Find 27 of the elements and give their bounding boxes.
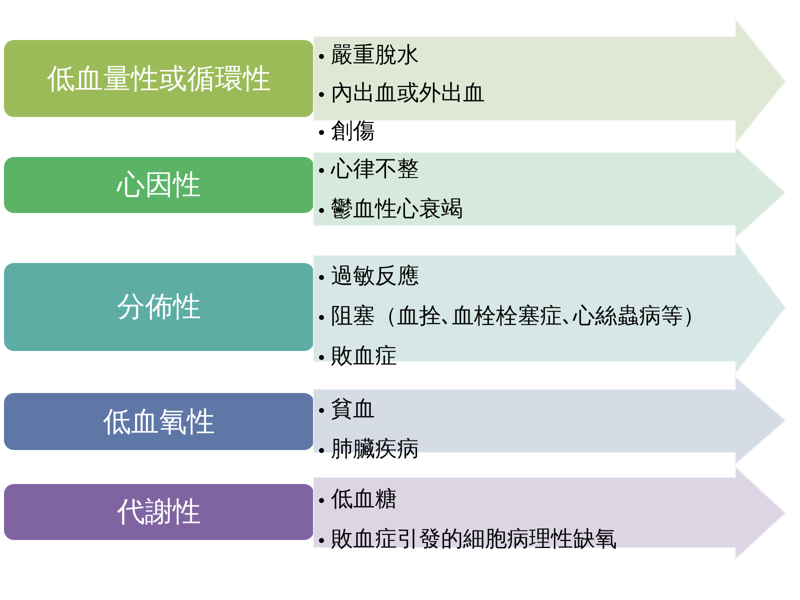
category-box <box>4 263 314 351</box>
arrow-shape <box>313 18 786 145</box>
list-item-text: 貧血 <box>331 398 375 422</box>
category-label: 代謝性 <box>117 495 201 529</box>
category-label: 心因性 <box>117 168 201 202</box>
category-box <box>4 484 314 540</box>
category-box <box>4 393 314 450</box>
list-item-text: 敗血症 <box>331 345 397 369</box>
arrow-shape <box>313 146 786 239</box>
arrow-shape <box>313 240 786 375</box>
arrow-shape <box>313 376 786 465</box>
list-item-text: 創傷 <box>331 120 375 144</box>
arrow-shape <box>313 466 786 560</box>
list-item-text: 內出血或外出血 <box>331 82 485 106</box>
category-box <box>4 40 314 117</box>
list-item-text: 低血糖 <box>331 488 397 512</box>
list-item-text: 過敏反應 <box>331 265 419 289</box>
category-label: 低血氧性 <box>103 404 215 438</box>
category-label: 分佈性 <box>117 290 201 324</box>
list-item-text: 敗血症引發的細胞病理性缺氧 <box>331 528 617 552</box>
list-item-text: 心律不整 <box>331 158 419 182</box>
category-box <box>4 157 314 213</box>
list-item-text: 鬱血性心衰竭 <box>331 198 463 222</box>
list-item-text: 阻塞（血拴､血栓栓塞症､心絲蟲病等） <box>331 305 705 329</box>
category-label: 低血量性或循環性 <box>47 62 271 96</box>
list-item-text: 嚴重脫水 <box>331 44 419 68</box>
list-item-text: 肺臟疾病 <box>331 438 419 462</box>
